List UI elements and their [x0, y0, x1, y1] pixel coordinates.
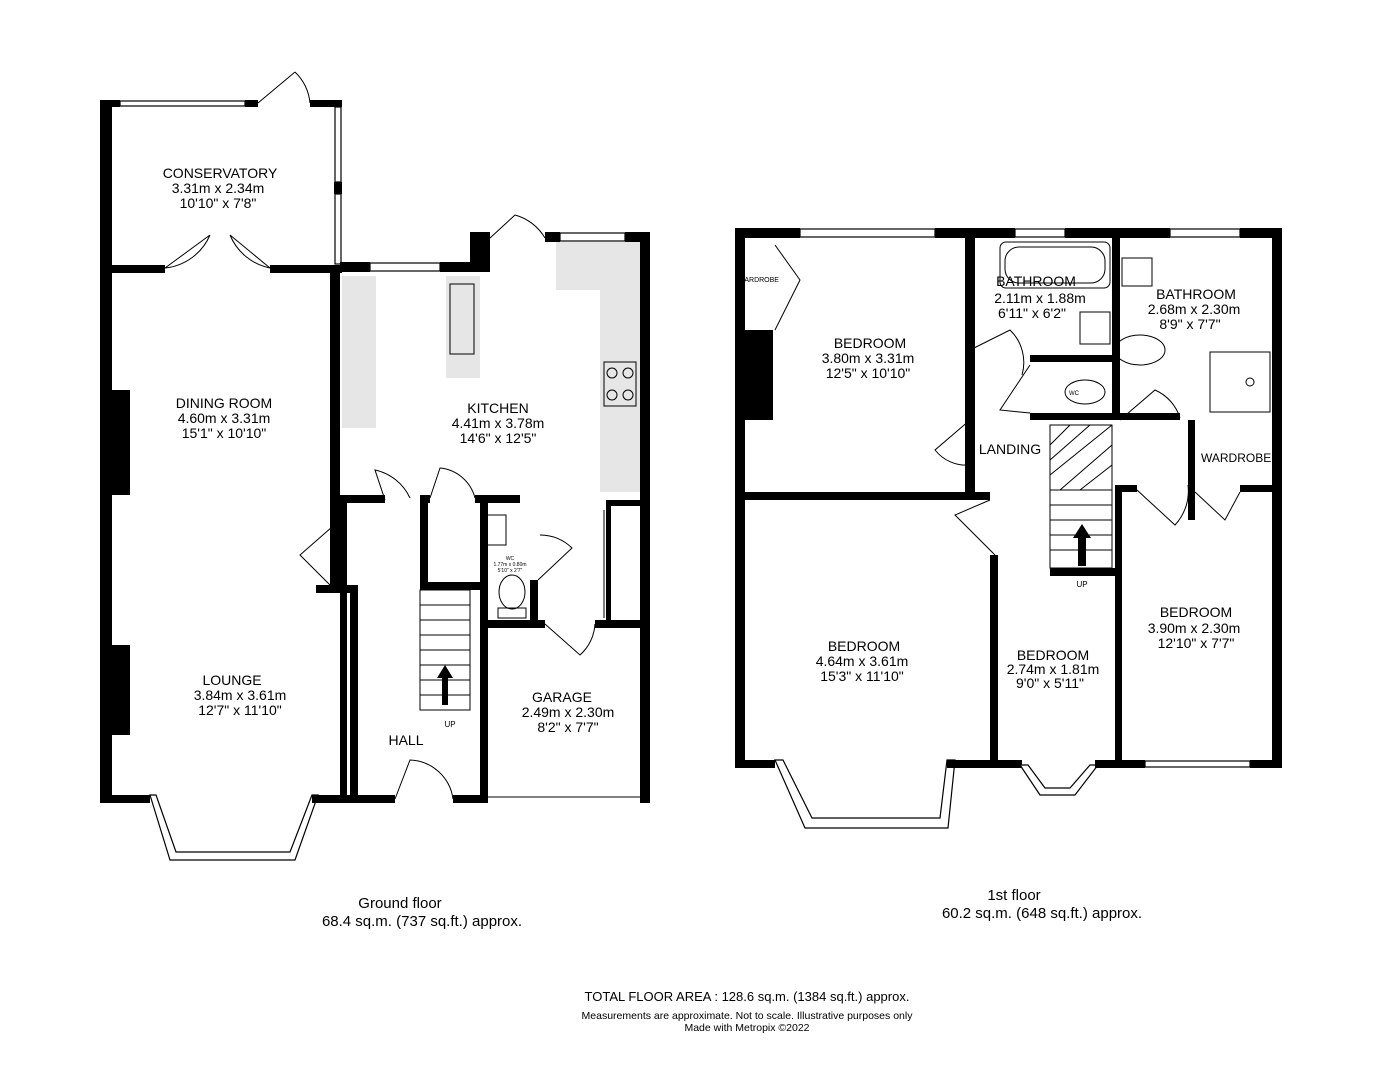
room-dimensions: 8'2" x 7'7"	[537, 719, 598, 735]
room-dimensions: 2.49m x 2.30m	[522, 704, 615, 720]
shower	[1209, 351, 1271, 413]
room-dimensions: 10'10" x 7'8"	[180, 195, 257, 211]
credit: Made with Metropix ©2022	[684, 1022, 809, 1034]
room-dimensions: 2.11m x 1.88m	[994, 290, 1086, 306]
room-name: WC	[506, 556, 515, 562]
room-dimensions: 2.74m x 1.81m	[1007, 661, 1100, 677]
room-name: GARAGE	[532, 689, 592, 705]
room-name: BEDROOM	[1160, 604, 1232, 620]
room-dimensions: 15'1" x 10'10"	[182, 425, 267, 441]
kitchen-counter	[446, 276, 480, 378]
room-dimensions: 3.31m x 2.34m	[172, 180, 265, 196]
toilet	[1114, 334, 1166, 366]
bath	[999, 241, 1111, 289]
floor-area: 60.2 sq.m. (648 sq.ft.) approx.	[942, 905, 1142, 922]
arrow-up-icon	[437, 665, 453, 705]
room-name: WC	[1069, 391, 1080, 397]
stairs	[1049, 424, 1113, 569]
kitchen-counter	[600, 290, 640, 492]
room-dimensions: 2.68m x 2.30m	[1148, 301, 1241, 317]
total-floor-area: TOTAL FLOOR AREA : 128.6 sq.m. (1384 sq.…	[585, 989, 910, 1004]
room-dimensions: 4.64m x 3.61m	[816, 653, 909, 669]
room-name: DINING ROOM	[176, 395, 272, 411]
room-name: BATHROOM	[1156, 286, 1236, 302]
room-dimensions: 3.80m x 3.31m	[822, 350, 915, 366]
room-dimensions: 14'6" x 12'5"	[460, 430, 537, 446]
disclaimer: Measurements are approximate. Not to sca…	[582, 1010, 914, 1022]
room-name: BEDROOM	[828, 638, 900, 654]
room-name: HALL	[388, 732, 423, 748]
room-dimensions: 12'7" x 11'10"	[198, 702, 282, 718]
room-dimensions: 9'0" x 5'11"	[1016, 675, 1084, 691]
room-dimensions: 15'3" x 11'10"	[820, 668, 904, 684]
floor-area: 68.4 sq.m. (737 sq.ft.) approx.	[322, 913, 522, 930]
floor-caption: Ground floor	[358, 895, 441, 912]
stairs-label: UP	[1076, 580, 1087, 589]
wall	[100, 100, 112, 803]
window	[119, 100, 246, 107]
room-dimensions: 12'10" x 7'7"	[1158, 635, 1235, 651]
room-name: BEDROOM	[834, 335, 906, 351]
kitchen-counter	[342, 276, 376, 428]
ground-floor-plan: CONSERVATORY 3.31m x 2.34m 10'10" x 7'8"…	[100, 71, 650, 930]
kitchen-counter	[556, 242, 640, 290]
room-dimensions: 5'10" x 2'7"	[498, 568, 523, 574]
stairs-label: UP	[444, 720, 455, 729]
room-name: LOUNGE	[202, 672, 261, 688]
room-dimensions: 4.60m x 3.31m	[178, 410, 271, 426]
first-floor-plan: WARDROBE BEDROOM 3.80m x 3.31m 12'5" x 1…	[735, 228, 1282, 922]
hob	[603, 361, 637, 407]
room-name: WARDROBE	[1201, 451, 1271, 465]
sink	[449, 283, 475, 355]
room-name: BEDROOM	[1017, 647, 1089, 663]
room-name: CONSERVATORY	[163, 165, 278, 181]
arrow-up-icon	[1073, 524, 1091, 566]
floor-caption: 1st floor	[987, 887, 1040, 904]
room-name: WARDROBE	[738, 277, 779, 284]
room-name: KITCHEN	[467, 400, 528, 416]
room-dimensions: 6'11" x 6'2"	[998, 305, 1066, 321]
room-dimensions: 3.90m x 2.30m	[1148, 620, 1241, 636]
room-dimensions: 1.77m x 0.80m	[493, 562, 526, 568]
room-dimensions: 12'5" x 10'10"	[826, 365, 911, 381]
room-dimensions: 3.84m x 3.61m	[194, 687, 287, 703]
room-name: LANDING	[979, 441, 1041, 457]
room-dimensions: 8'9" x 7'7"	[1159, 316, 1220, 332]
room-name: BATHROOM	[996, 273, 1076, 289]
room-dimensions: 4.41m x 3.78m	[452, 415, 545, 431]
toilet	[498, 574, 526, 610]
